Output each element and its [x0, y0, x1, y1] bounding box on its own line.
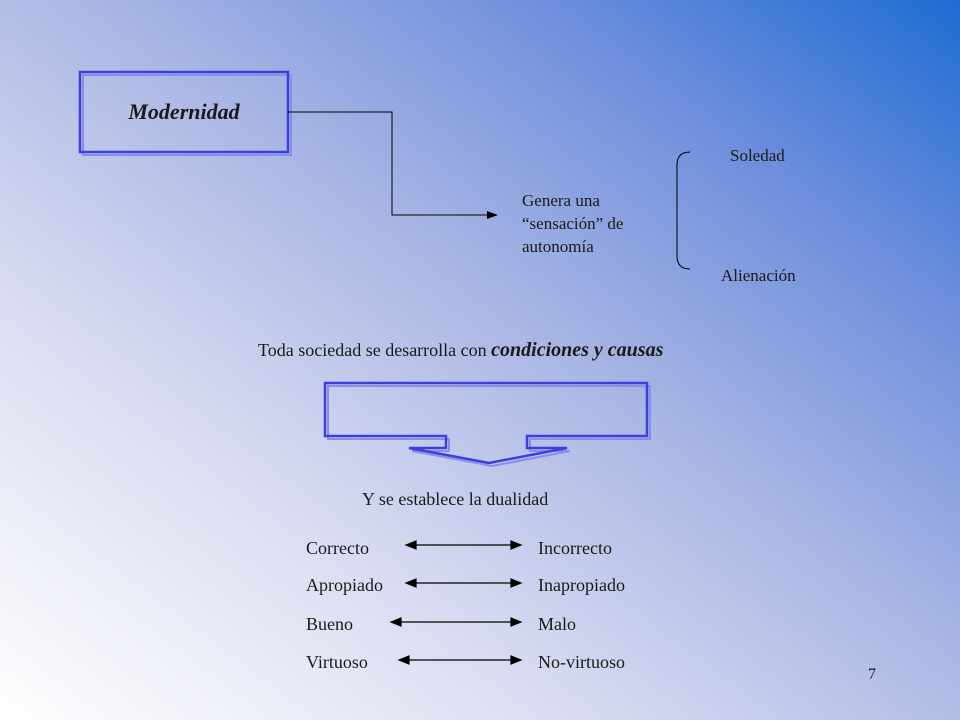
- brace-bracket: [676, 151, 691, 270]
- block-arrow: [323, 381, 649, 465]
- conditions-emphasis: condiciones y causas: [491, 339, 664, 361]
- autonomia-text: Genera una “sensación” de autonomía: [522, 191, 624, 256]
- pair-right-inapropiado: Inapropiado: [538, 575, 625, 595]
- pair-left-apropiado: Apropiado: [306, 575, 383, 595]
- box-shadow: [82, 74, 292, 156]
- duality-arrows: [389, 540, 523, 665]
- pair-right-malo: Malo: [538, 614, 576, 634]
- pair-left-virtuoso: Virtuoso: [306, 652, 368, 672]
- bracket-item-alienacion: Alienación: [721, 266, 796, 285]
- duality-title: Y se establece la dualidad: [362, 489, 549, 509]
- modernidad-label: Modernidad: [128, 99, 240, 124]
- pair-right-no-virtuoso: No-virtuoso: [538, 652, 625, 672]
- conditions-text: Toda sociedad se desarrolla con: [258, 340, 492, 360]
- conditions-line: Toda sociedad se desarrolla con condicio…: [258, 339, 663, 361]
- connector-arrowhead: [487, 211, 498, 219]
- bracket-item-soledad: Soledad: [730, 146, 785, 165]
- pair-right-incorrecto: Incorrecto: [538, 538, 612, 558]
- block-arrow-shadow: [327, 385, 651, 468]
- pair-left-correcto: Correcto: [306, 538, 369, 558]
- pair-left-bueno: Bueno: [306, 614, 353, 634]
- page-number: 7: [868, 666, 876, 683]
- elbow-connector: [288, 111, 488, 216]
